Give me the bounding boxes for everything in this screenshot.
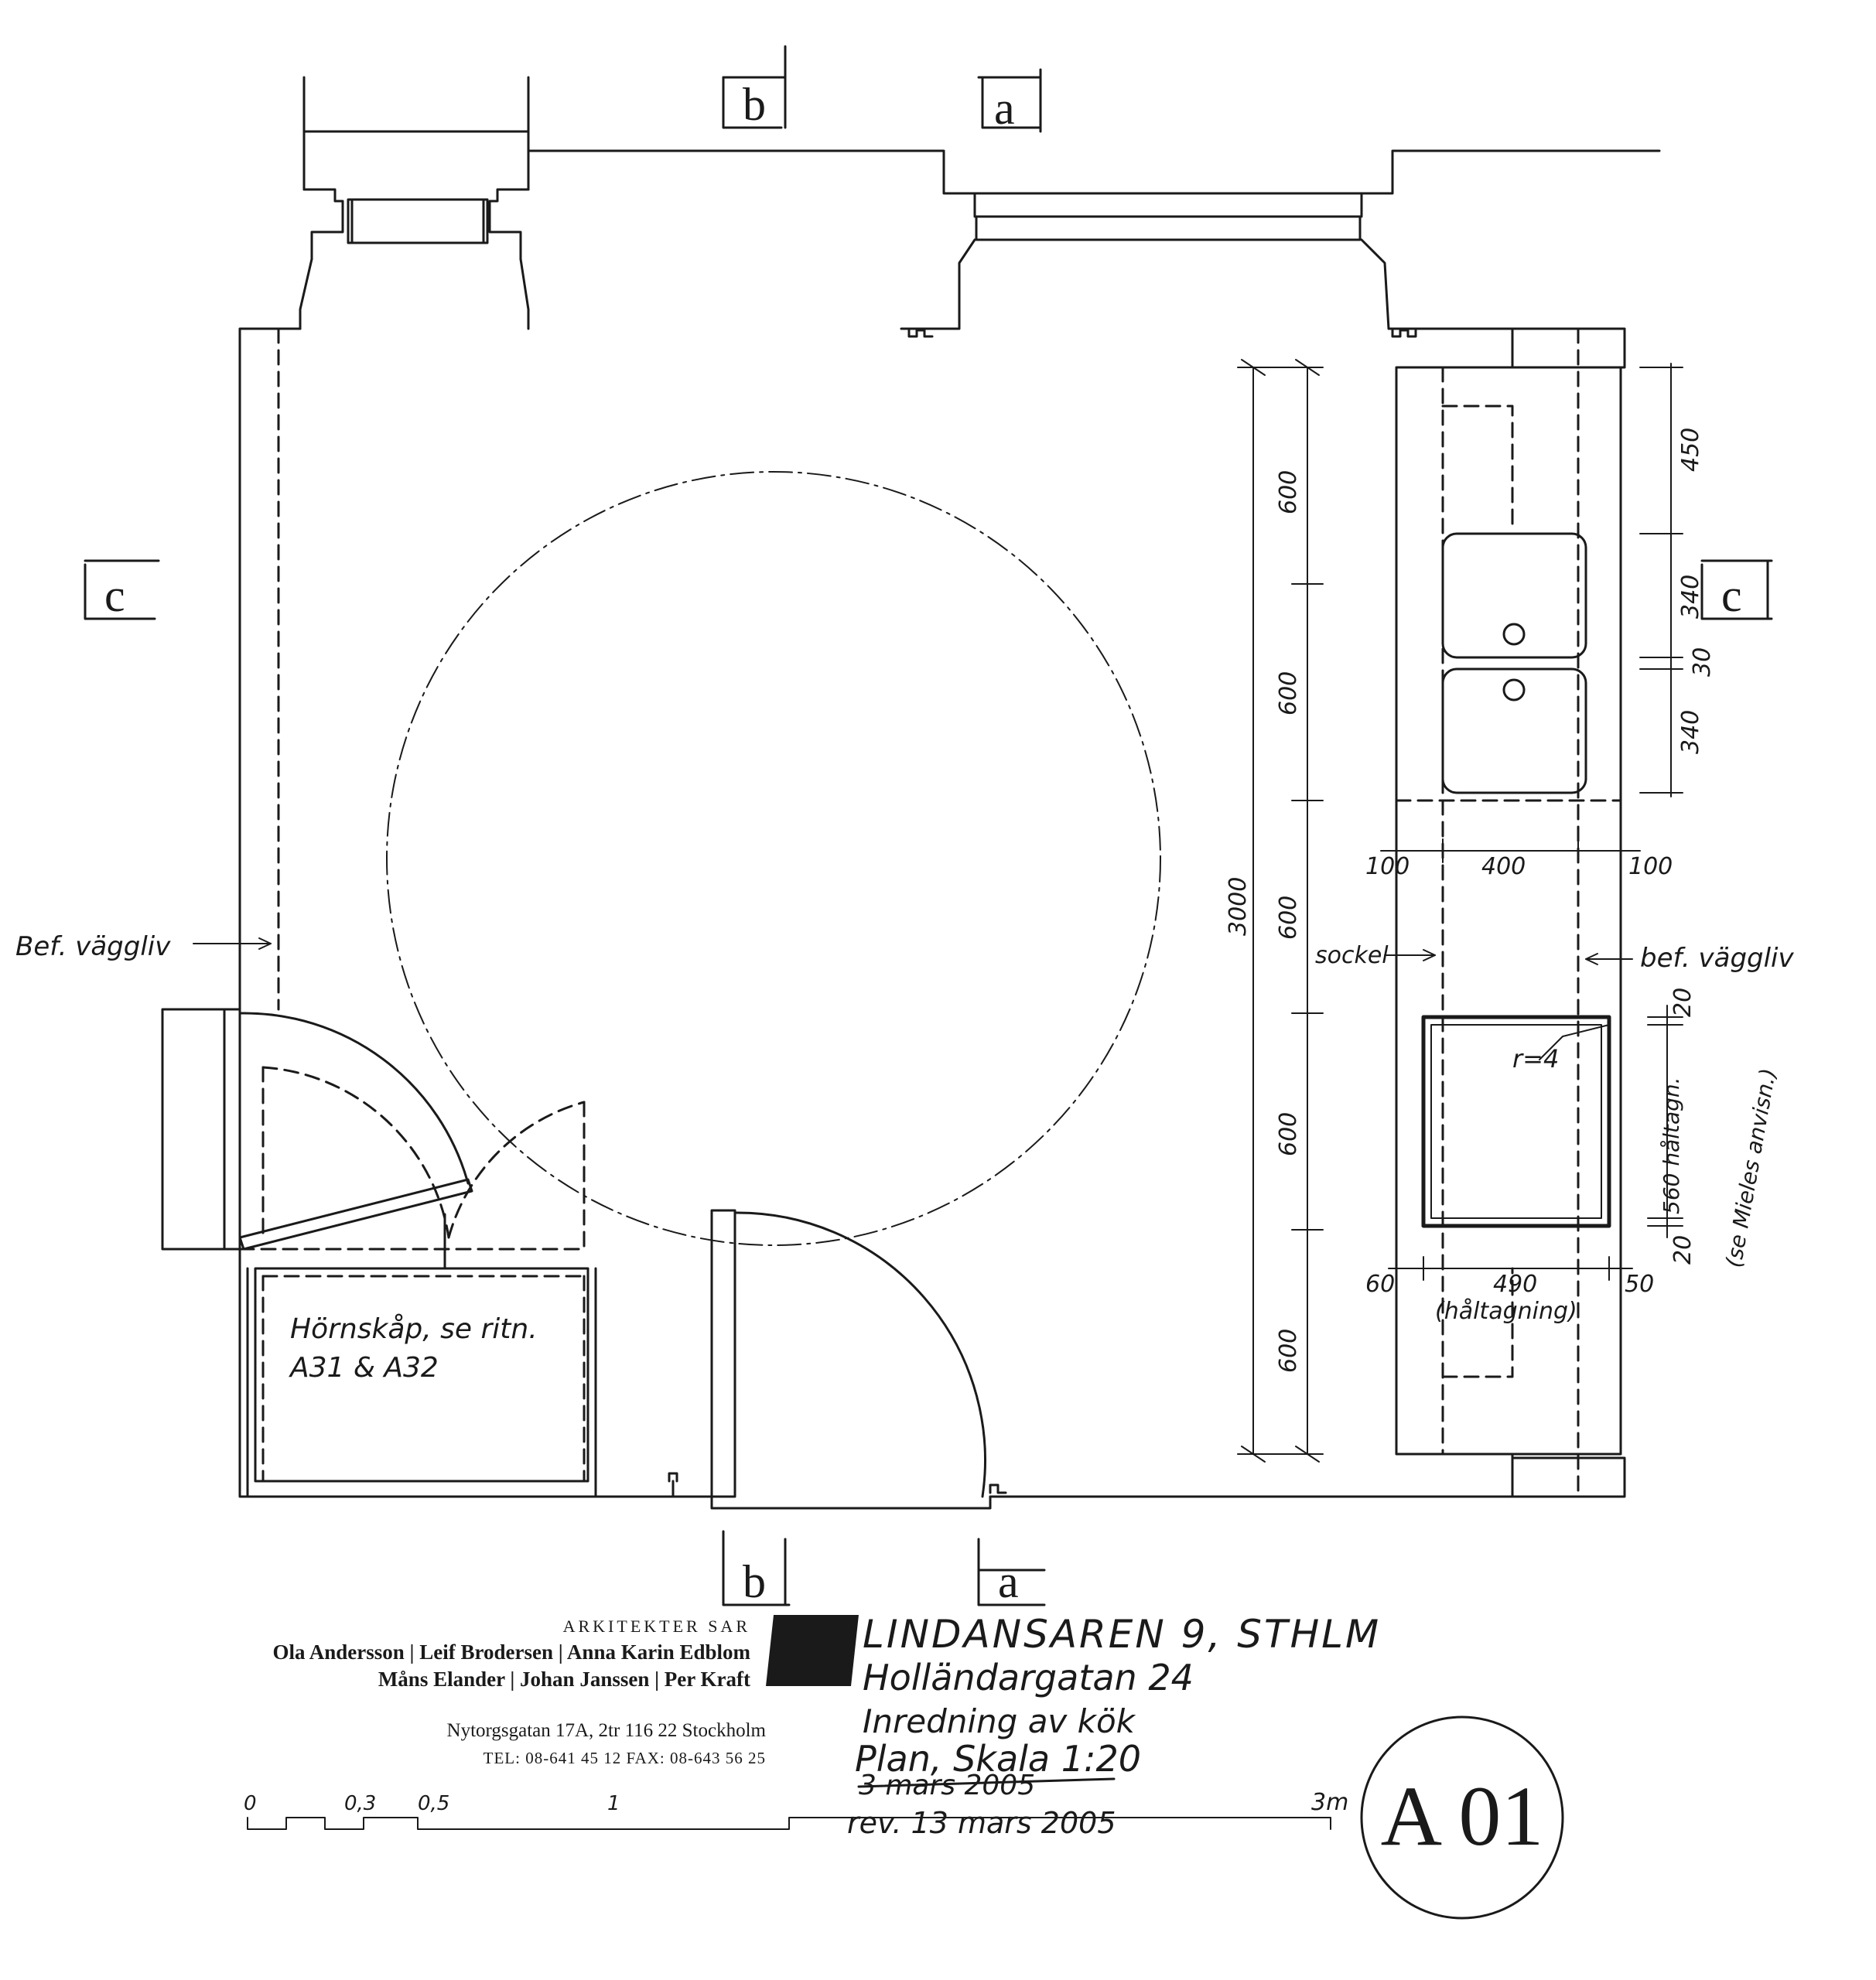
- sheet-number-circle: [1360, 1715, 1564, 1920]
- dim-right-50: 50: [1625, 1271, 1654, 1298]
- project-line3: Inredning av kök: [863, 1702, 1136, 1740]
- scale-tick-03: 0,3: [344, 1792, 376, 1815]
- sink-bowl-upper: [1441, 532, 1587, 659]
- project-line2: Holländargatan 24: [863, 1657, 1194, 1698]
- left-door: [161, 1008, 473, 1251]
- dim-total: 3000: [1225, 877, 1252, 936]
- dim-seg1: 600: [1275, 470, 1302, 514]
- project-line4: Plan, Skala 1:20: [855, 1738, 1141, 1780]
- dim-right-340a: 340: [1677, 575, 1704, 619]
- section-markers: [84, 45, 1773, 1606]
- firm-address: Nytorgsgatan 17A, 2tr 116 22 Stockholm: [447, 1720, 767, 1741]
- firm-type: ARKITEKTER SAR: [563, 1616, 750, 1636]
- dim-seg5: 600: [1275, 1329, 1302, 1373]
- note-hal-560: 560 håltagn.: [1659, 1077, 1684, 1214]
- section-marker-top-b: b: [743, 79, 766, 130]
- note-se-miele: (se Mieles anvisn.): [1721, 1067, 1781, 1269]
- scale-tick-3m: 3m: [1311, 1789, 1348, 1816]
- dim-seg2: 600: [1275, 671, 1302, 715]
- corner-cabinet: [238, 1213, 597, 1498]
- dim-right-30: 30: [1689, 647, 1716, 677]
- note-hornskap-line2: A31 & A32: [289, 1352, 439, 1384]
- scale-tick-0: 0: [244, 1792, 257, 1815]
- section-marker-bottom-a: a: [998, 1556, 1019, 1607]
- dimension-lines: [193, 359, 1683, 1463]
- dim-top-20: 20: [1669, 988, 1697, 1017]
- dim-right-340b: 340: [1677, 710, 1704, 754]
- note-haltagning-label: (håltagning): [1435, 1298, 1577, 1325]
- firm-partners-line1: Ola Andersson | Leif Brodersen | Anna Ka…: [273, 1640, 751, 1664]
- dim-bottom-20: 20: [1669, 1235, 1697, 1265]
- dim-left-100: 100: [1365, 853, 1410, 880]
- note-haltagning-490: 490: [1493, 1271, 1537, 1298]
- dim-seg4: 600: [1275, 1112, 1302, 1156]
- section-marker-bottom-b: b: [743, 1556, 766, 1607]
- date-struck: 3 mars 2005: [859, 1770, 1035, 1801]
- firm-logo: [766, 1615, 859, 1686]
- date-revised: rev. 13 mars 2005: [847, 1806, 1116, 1840]
- sink-bowl-lower: [1441, 667, 1587, 794]
- dim-left-60: 60: [1365, 1271, 1395, 1298]
- firm-partners-line2: Måns Elander | Johan Janssen | Per Kraft: [378, 1668, 750, 1691]
- firm-phone: TEL: 08-641 45 12 FAX: 08-643 56 25: [484, 1749, 766, 1767]
- dim-seg3: 600: [1275, 896, 1302, 940]
- turning-circle: [386, 471, 1161, 1246]
- sheet-number: A 01: [1381, 1769, 1544, 1863]
- kitchen-counter: [1395, 327, 1622, 1498]
- exterior-wall-top: [299, 76, 1661, 338]
- note-radius: r=4: [1512, 1044, 1559, 1074]
- dim-mid-400: 400: [1481, 853, 1526, 880]
- hob-cutout: [1421, 1015, 1611, 1228]
- note-bef-vaggliv-right: bef. väggliv: [1640, 943, 1795, 974]
- note-bef-vaggliv-left: Bef. väggliv: [15, 931, 171, 962]
- scale-tick-05: 0,5: [418, 1792, 449, 1815]
- scale-tick-1: 1: [607, 1792, 620, 1815]
- cabinet-door-swing: [447, 1101, 586, 1251]
- bottom-door: [668, 1209, 1007, 1510]
- dim-right-450: 450: [1677, 428, 1704, 472]
- section-marker-top-a: a: [994, 83, 1015, 134]
- firm-logo-text: A1: [770, 1622, 848, 1692]
- note-sockel: sockel: [1315, 942, 1389, 969]
- note-hornskap-line1: Hörnskåp, se ritn.: [290, 1313, 538, 1345]
- section-marker-right-c: c: [1721, 570, 1742, 621]
- dim-right-100: 100: [1628, 853, 1673, 880]
- section-marker-left-c: c: [104, 570, 125, 621]
- scale-bar: [247, 1817, 1331, 1830]
- project-line1: LINDANSAREN 9, STHLM: [863, 1612, 1381, 1657]
